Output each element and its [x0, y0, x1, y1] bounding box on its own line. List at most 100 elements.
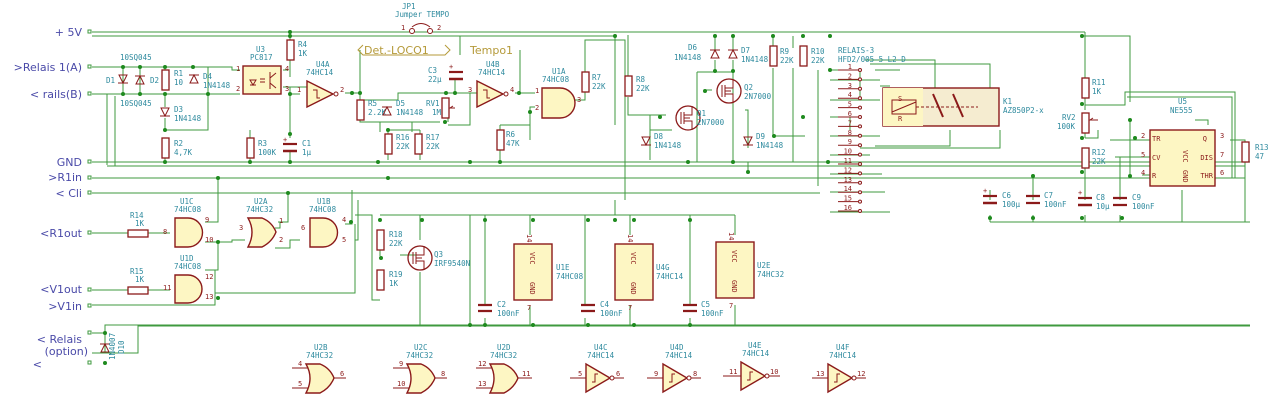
svg-text:100nF: 100nF	[600, 309, 623, 318]
port-railsb: < rails(B)	[30, 88, 82, 101]
connector-pin-number: 15	[844, 195, 852, 203]
svg-text:R19: R19	[389, 270, 403, 279]
svg-text:U4C: U4C	[594, 343, 608, 352]
svg-text:13: 13	[816, 370, 824, 378]
svg-text:1N4148: 1N4148	[396, 108, 424, 117]
svg-text:10: 10	[770, 368, 778, 376]
det-label-frame	[357, 44, 451, 56]
svg-text:U4E: U4E	[748, 341, 762, 350]
port-gnd: GND	[57, 156, 82, 169]
svg-text:4: 4	[1141, 169, 1145, 177]
resistor-r18: R18 22K	[376, 229, 403, 251]
svg-text:R16: R16	[396, 133, 410, 142]
svg-text:9: 9	[399, 360, 403, 368]
svg-text:C8: C8	[1096, 193, 1106, 202]
wire	[283, 66, 308, 94]
svg-text:1N4148: 1N4148	[674, 53, 702, 62]
svg-text:2: 2	[535, 104, 539, 112]
svg-text:D7: D7	[741, 46, 750, 55]
wire	[573, 39, 626, 200]
svg-text:3: 3	[468, 86, 472, 94]
svg-text:11: 11	[729, 368, 737, 376]
svg-text:R12: R12	[1092, 148, 1106, 157]
svg-text:74HC32: 74HC32	[246, 205, 273, 214]
jumper-jp1[interactable]: JP1 Jumper TEMPO 1 2	[395, 2, 450, 34]
port-relais-option-3: <	[33, 358, 42, 371]
d2-value: 10SQ045	[120, 99, 152, 108]
svg-text:R5: R5	[368, 99, 377, 108]
svg-text:2N7000: 2N7000	[744, 92, 772, 101]
svg-text:4: 4	[285, 65, 289, 73]
resistor-r12: R12 22K	[1081, 147, 1106, 169]
resistor-r14: R14 1K	[127, 211, 149, 238]
svg-text:U1D: U1D	[180, 254, 194, 263]
connector-pin-end	[858, 171, 862, 176]
diode-d7: D7 1N4148	[728, 46, 769, 64]
svg-text:9: 9	[205, 216, 209, 224]
capacitor-c9: C9 100nF	[1113, 193, 1155, 211]
svg-text:2: 2	[279, 236, 283, 244]
wire	[627, 35, 672, 160]
capacitor-c4: C4 100nF	[581, 300, 623, 318]
svg-text:74HC14: 74HC14	[478, 68, 506, 77]
port-r1out: <R1out	[40, 227, 83, 240]
wire	[205, 221, 300, 271]
or-gate-u2b: U2B 74HC32 456	[292, 343, 346, 394]
svg-text:+: +	[1078, 189, 1082, 197]
capacitor-c5: C5 100nF	[683, 300, 724, 318]
connector-pin-end	[858, 115, 862, 119]
svg-text:100K: 100K	[1057, 122, 1076, 131]
svg-text:13: 13	[205, 293, 213, 301]
ports: + 5V >Relais 1(A) < rails(B) GND >R1in <…	[14, 26, 92, 371]
svg-text:1N4148: 1N4148	[654, 141, 682, 150]
svg-text:7: 7	[527, 304, 531, 312]
svg-text:U1B: U1B	[317, 197, 331, 206]
connector-pin-number: 14	[844, 185, 852, 193]
svg-text:U4D: U4D	[670, 343, 684, 352]
svg-text:RV2: RV2	[1062, 113, 1076, 122]
svg-text:R9: R9	[780, 47, 789, 56]
svg-text:100K: 100K	[258, 148, 277, 157]
and-gate-u1a: U1A 74HC08 123	[535, 67, 581, 119]
svg-text:22K: 22K	[426, 142, 440, 151]
wire	[372, 80, 482, 101]
svg-text:74HC32: 74HC32	[406, 351, 433, 360]
svg-text:74HC14: 74HC14	[306, 68, 334, 77]
svg-text:1N4148: 1N4148	[756, 141, 784, 150]
svg-text:+: +	[449, 63, 453, 71]
svg-text:22K: 22K	[396, 142, 410, 151]
power-unit-u1e: VCC GND U1E 74HC08 14 7	[513, 234, 584, 312]
svg-text:6: 6	[340, 370, 344, 378]
resistor-r9: R9 22K	[769, 45, 794, 67]
svg-text:47K: 47K	[506, 139, 520, 148]
svg-text:Q2: Q2	[744, 83, 753, 92]
wire	[1110, 139, 1150, 200]
svg-text:GND: GND	[730, 280, 738, 293]
svg-text:6: 6	[616, 370, 620, 378]
svg-text:D4: D4	[203, 72, 213, 81]
jp1-value: Jumper TEMPO	[395, 10, 450, 19]
svg-text:74HC14: 74HC14	[656, 272, 684, 281]
connector-pin-number: 16	[844, 204, 852, 212]
resistor-r7: R7 22K	[581, 71, 606, 93]
svg-text:R8: R8	[636, 75, 646, 84]
wire	[499, 50, 535, 162]
svg-text:14: 14	[525, 234, 533, 242]
svg-text:CV: CV	[1152, 154, 1161, 162]
svg-text:D8: D8	[654, 132, 664, 141]
svg-text:13: 13	[478, 380, 486, 388]
svg-text:U4G: U4G	[656, 263, 670, 272]
svg-text:7: 7	[1220, 151, 1224, 159]
resistor-r13: R13 47	[1241, 141, 1269, 163]
svg-text:5: 5	[342, 236, 346, 244]
connector-pin-number: 2	[848, 72, 852, 80]
connector-pin-number: 3	[848, 82, 852, 90]
svg-text:2: 2	[1141, 132, 1145, 140]
wire	[215, 190, 359, 294]
